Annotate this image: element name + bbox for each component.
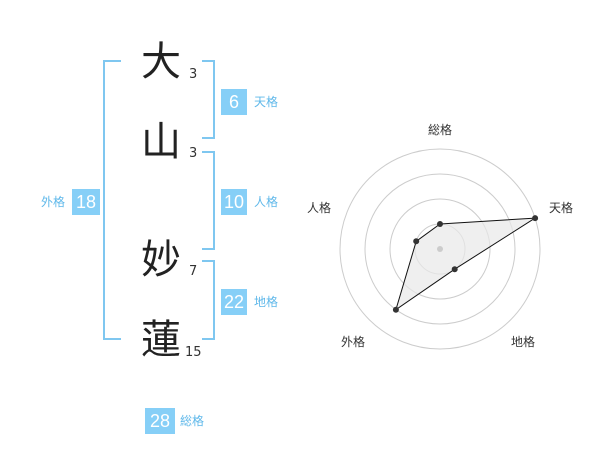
name-char-2: 山 bbox=[141, 119, 181, 165]
radar-ring bbox=[364, 173, 516, 325]
radar-ring bbox=[389, 198, 491, 300]
chikaku-score: 22 bbox=[221, 289, 247, 315]
radar-polygon bbox=[395, 217, 536, 311]
jinkaku-label: 人格 bbox=[254, 195, 279, 209]
radar-label-chikaku: 地格 bbox=[511, 335, 536, 349]
tenkaku-bracket bbox=[202, 60, 215, 139]
gaikaku-bracket bbox=[103, 60, 121, 340]
jinkaku-bracket bbox=[202, 151, 215, 250]
stroke-count-3: 7 bbox=[189, 264, 198, 279]
radar-label-soukaku: 総格 bbox=[428, 123, 453, 137]
radar-point-jinkaku bbox=[413, 238, 420, 245]
radar-label-gaikaku: 外格 bbox=[341, 335, 366, 349]
radar-label-tenkaku: 天格 bbox=[549, 201, 574, 215]
stroke-count-1: 3 bbox=[189, 67, 198, 82]
radar-label-jinkaku: 人格 bbox=[307, 201, 332, 215]
soukaku-score: 28 bbox=[145, 408, 175, 434]
radar-point-soukaku bbox=[437, 221, 443, 227]
soukaku-label: 総格 bbox=[180, 414, 205, 428]
name-char-4: 蓮 bbox=[141, 317, 181, 363]
tenkaku-label: 天格 bbox=[254, 95, 279, 109]
radar-point-tenkaku bbox=[532, 215, 539, 222]
chikaku-label: 地格 bbox=[254, 295, 279, 309]
stroke-count-4: 15 bbox=[185, 345, 202, 360]
jinkaku-score: 10 bbox=[221, 189, 247, 215]
name-char-1: 大 bbox=[141, 39, 181, 85]
chikaku-bracket bbox=[202, 260, 215, 340]
radar-center-dot bbox=[437, 246, 443, 252]
radar-ring bbox=[339, 148, 541, 350]
tenkaku-score: 6 bbox=[221, 89, 247, 115]
gaikaku-label: 外格 bbox=[41, 195, 66, 209]
stroke-count-2: 3 bbox=[189, 146, 198, 161]
name-char-3: 妙 bbox=[141, 237, 181, 283]
gaikaku-score: 18 bbox=[72, 189, 100, 215]
radar-point-gaikaku bbox=[392, 306, 399, 313]
radar-point-chikaku bbox=[451, 266, 458, 273]
